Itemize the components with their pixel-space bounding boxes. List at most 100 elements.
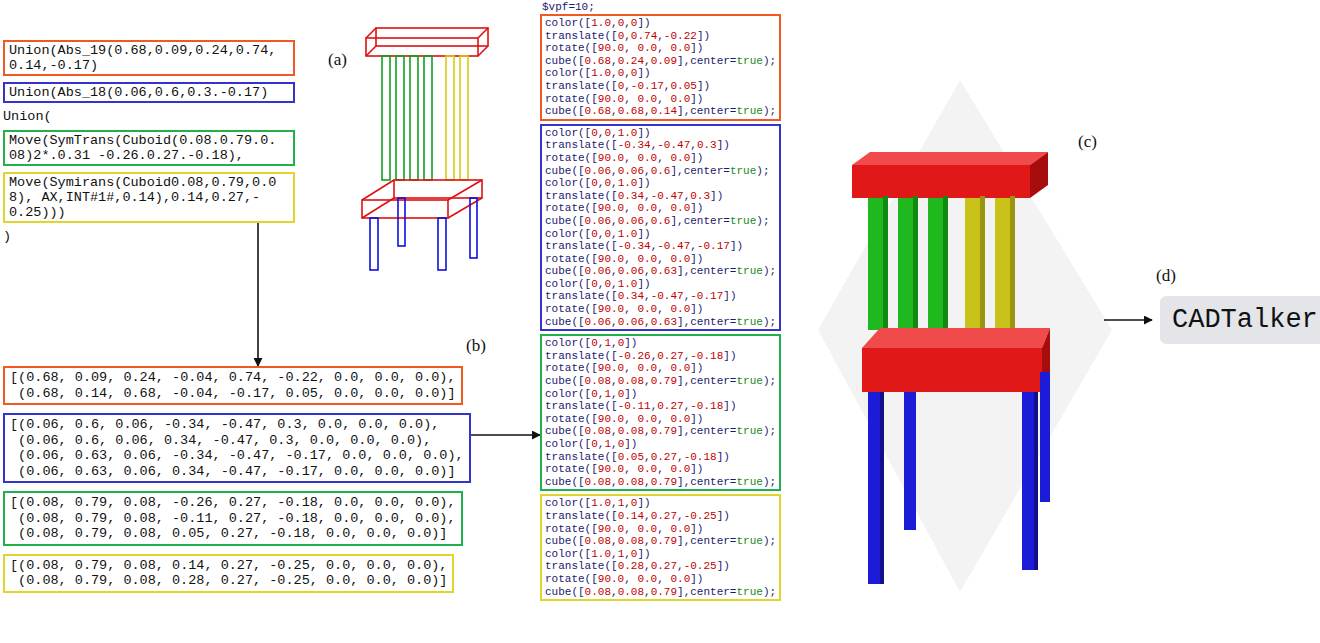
code-token: 1.0 <box>618 177 638 189</box>
code-token: 1.0 <box>618 278 638 290</box>
code-line: cube([0.08,0.08,0.79],center=true); <box>545 476 776 489</box>
code-line: color([1.0,0,0]) <box>545 67 776 80</box>
code-token: 0.79 <box>651 586 677 598</box>
code-token: 90.0 <box>598 573 624 585</box>
code-line: color([1.0,1,0]) <box>545 497 776 510</box>
code-line: color([1.0,0,0]) <box>545 17 776 30</box>
code-token: 0.08 <box>618 476 644 488</box>
code-line: cube([0.08,0.08,0.79],center=true); <box>545 586 776 599</box>
tuple-line: [(0.08, 0.79, 0.08, 0.14, 0.27, -0.25, 0… <box>10 558 447 574</box>
flow-arrow <box>257 223 259 366</box>
box-text: Move(SymTrans(Cuboid(0.08.0.79.0. 08)2*.… <box>9 133 289 163</box>
code-token: 0 <box>618 388 625 400</box>
code-token: 0.0 <box>637 523 657 535</box>
code-token: 0.08 <box>585 535 611 547</box>
code-token: 0 <box>618 30 625 42</box>
code-line: translate([-0.26,0.27,-0.18]) <box>545 350 776 363</box>
code-token: true <box>736 375 762 387</box>
code-token: 0.34 <box>618 290 644 302</box>
code-token: 0.63 <box>651 316 677 328</box>
code-token: -0.17 <box>690 290 723 302</box>
code-token: 0.27 <box>651 560 677 572</box>
code-token: 0.06 <box>618 165 644 177</box>
code-line: translate([-0.34,-0.47,-0.17]) <box>545 240 776 253</box>
tuple-box: [(0.08, 0.79, 0.08, 0.14, 0.27, -0.25, 0… <box>3 554 454 593</box>
code-token: 1.0 <box>618 127 638 139</box>
code-token: 0 <box>604 177 611 189</box>
code-line: cube([0.08,0.08,0.79],center=true); <box>545 425 776 438</box>
code-token: 0.63 <box>651 265 677 277</box>
code-line: cube([0.06,0.06,0.6],center=true); <box>545 165 776 178</box>
panel-label: (b) <box>466 336 486 356</box>
code-token: 0.34 <box>618 190 644 202</box>
code-line: rotate([90.0, 0.0, 0.0]) <box>545 42 776 55</box>
code-token: 0.6 <box>651 165 671 177</box>
code-token: 0.68 <box>618 105 644 117</box>
code-line: rotate([90.0, 0.0, 0.0]) <box>545 93 776 106</box>
program-text: Union( <box>3 109 52 124</box>
box-text: Union(Abs_19(0.68,0.09,0.24,0.74, 0.14,-… <box>9 43 289 73</box>
code-token: 0.08 <box>618 535 644 547</box>
code-token: 0 <box>604 278 611 290</box>
code-line: rotate([90.0, 0.0, 0.0]) <box>545 523 776 536</box>
code-token: 1.0 <box>591 67 611 79</box>
code-line: cube([0.08,0.08,0.79],center=true); <box>545 375 776 388</box>
code-token: 0.27 <box>651 510 677 522</box>
panel-label: (a) <box>328 50 347 70</box>
code-token: 0.0 <box>670 413 690 425</box>
code-token: 90.0 <box>598 413 624 425</box>
code-token: -0.26 <box>618 350 651 362</box>
code-token: -0.34 <box>618 139 651 151</box>
code-token: 0 <box>591 127 598 139</box>
tuple-line: [(0.68, 0.09, 0.24, -0.04, 0.74, -0.22, … <box>10 370 456 386</box>
code-token: true <box>736 316 762 328</box>
code-token: 0.06 <box>618 265 644 277</box>
code-token: 0.0 <box>637 152 657 164</box>
render-background <box>818 80 1112 592</box>
code-line: color([0,0,1.0]) <box>545 177 776 190</box>
code-token: 0.68 <box>585 105 611 117</box>
code-token: 0.06 <box>585 215 611 227</box>
code-token: -0.47 <box>657 139 690 151</box>
code-token: 0.27 <box>657 400 683 412</box>
code-token: true <box>736 105 762 117</box>
code-token: -0.47 <box>651 190 684 202</box>
panel-label: (c) <box>1078 132 1097 152</box>
tuple-line: (0.06, 0.6, 0.06, 0.34, -0.47, 0.3, 0.0,… <box>10 433 464 449</box>
code-token: 0 <box>604 127 611 139</box>
code-token: 0 <box>591 228 598 240</box>
program-box: Union(Abs_19(0.68,0.09,0.24,0.74, 0.14,-… <box>3 40 295 76</box>
code-token: 0.74 <box>631 30 657 42</box>
code-token: 1 <box>604 438 611 450</box>
code-token: 0 <box>591 388 598 400</box>
code-line: color([0,0,1.0]) <box>545 278 776 291</box>
code-token: 90.0 <box>598 93 624 105</box>
code-token: 0.27 <box>657 350 683 362</box>
code-token: 1.0 <box>591 548 611 560</box>
code-token: 0.0 <box>670 93 690 105</box>
code-token: 0.06 <box>585 165 611 177</box>
code-token: true <box>736 55 762 67</box>
code-line: cube([0.06,0.06,0.63],center=true); <box>545 316 776 329</box>
code-token: 1.0 <box>618 228 638 240</box>
code-token: 0 <box>591 278 598 290</box>
code-token: 0.0 <box>670 253 690 265</box>
code-line: rotate([90.0, 0.0, 0.0]) <box>545 463 776 476</box>
code-token: true <box>736 425 762 437</box>
wireframe-chair <box>362 28 488 270</box>
code-token: 90.0 <box>598 152 624 164</box>
code-token: true <box>730 165 756 177</box>
code-token: 0.0 <box>637 42 657 54</box>
code-line: cube([0.68,0.24,0.09],center=true); <box>545 55 776 68</box>
code-token: 0.0 <box>670 303 690 315</box>
code-token: 0 <box>604 228 611 240</box>
code-token: 90.0 <box>598 42 624 54</box>
code-box: color([0,0,1.0])translate([-0.34,-0.47,0… <box>540 124 781 332</box>
code-token: 90.0 <box>598 362 624 374</box>
code-line: translate([0.34,-0.47,-0.17]) <box>545 290 776 303</box>
code-token: true <box>736 586 762 598</box>
code-token: 0.0 <box>637 362 657 374</box>
code-token: 0.79 <box>651 535 677 547</box>
code-line: color([0,1,0]) <box>545 438 776 451</box>
program-box: Union(Abs_18(0.06,0.6,0.3.-0.17) <box>3 82 295 103</box>
